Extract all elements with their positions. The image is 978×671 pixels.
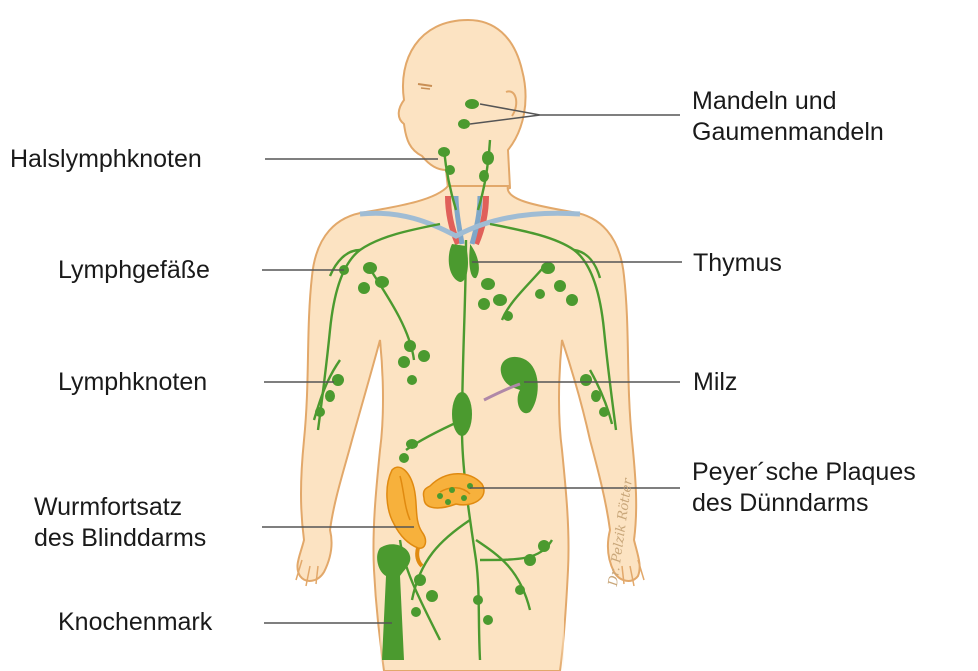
label-knochenmark: Knochenmark (58, 607, 212, 638)
cisterna-chyli (452, 392, 472, 436)
label-peyer-line1: Peyer´sche Plaques (692, 457, 916, 488)
label-lymphgefaesse: Lymphgefäße (58, 255, 210, 286)
label-peyer-line2: des Dünndarms (692, 488, 916, 519)
label-peyer: Peyer´sche Plaques des Dünndarms (692, 457, 916, 519)
label-mandeln-line2: Gaumenmandeln (692, 117, 884, 148)
label-milz: Milz (693, 367, 737, 398)
label-lymphknoten: Lymphknoten (58, 367, 207, 398)
label-wurmfortsatz-line2: des Blinddarms (34, 523, 206, 554)
body-silhouette (296, 20, 644, 671)
label-halslymphknoten: Halslymphknoten (10, 144, 202, 175)
label-thymus: Thymus (693, 248, 782, 279)
head (399, 20, 526, 194)
label-mandeln-line1: Mandeln und (692, 86, 884, 117)
label-wurmfortsatz-line1: Wurmfortsatz (34, 492, 206, 523)
label-wurmfortsatz: Wurmfortsatz des Blinddarms (34, 492, 206, 554)
label-mandeln: Mandeln und Gaumenmandeln (692, 86, 884, 148)
